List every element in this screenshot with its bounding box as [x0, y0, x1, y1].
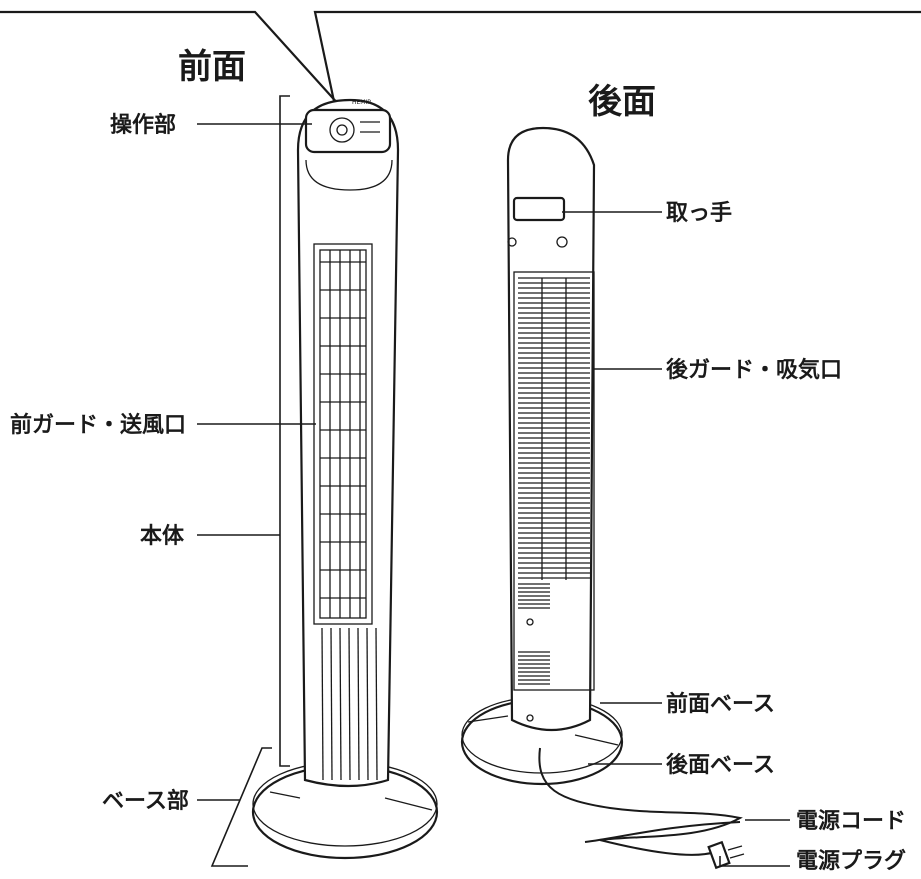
label-handle: 取っ手 [666, 201, 732, 226]
label-body: 本体 [140, 524, 185, 549]
top-callout-frame [0, 10, 921, 107]
rib-line [321, 627, 324, 781]
rib-line [330, 627, 333, 781]
label-power-cord: 電源コード [796, 809, 906, 834]
rear-view-heading: 後面 [588, 82, 656, 122]
front-lower-ribs [321, 627, 378, 781]
rib-line [375, 627, 378, 781]
rib-line [357, 627, 360, 781]
rib-line [339, 627, 342, 781]
label-rear-guard: 後ガード・吸気口 [666, 357, 842, 383]
front-callouts: 操作部 前ガード・送風口 本体 ベース部 [10, 95, 316, 867]
front-guard-grille [320, 250, 366, 618]
rib-line [348, 627, 351, 781]
label-rear-base: 後面ベース [666, 752, 775, 778]
rear-guard-grille [518, 277, 590, 685]
label-power-plug: 電源プラグ [796, 848, 906, 874]
rib-line [366, 627, 369, 781]
label-base: ベース部 [102, 788, 189, 814]
front-view-heading: 前面 [178, 47, 246, 87]
label-front-base: 前面ベース [666, 691, 775, 717]
label-front-guard: 前ガード・送風口 [10, 412, 186, 438]
front-fan-unit: HEMIR [251, 98, 439, 860]
rear-fan-unit [460, 126, 745, 870]
label-control-panel: 操作部 [110, 112, 176, 138]
rear-callouts: 取っ手 後ガード・吸気口 前面ベース 後面ベース 電源コード 電源プラグ [562, 201, 906, 874]
brand-mark: HEMIR [352, 99, 371, 106]
